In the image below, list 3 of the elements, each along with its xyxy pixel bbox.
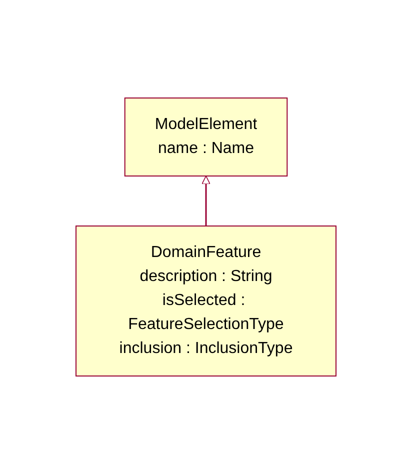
node-box: ModelElement name : Name (124, 98, 288, 176)
arrow (201, 176, 210, 226)
node-box: DomainFeature description : String isSelected : FeatureSelectionType inclusion : InclusionType (75, 226, 336, 376)
